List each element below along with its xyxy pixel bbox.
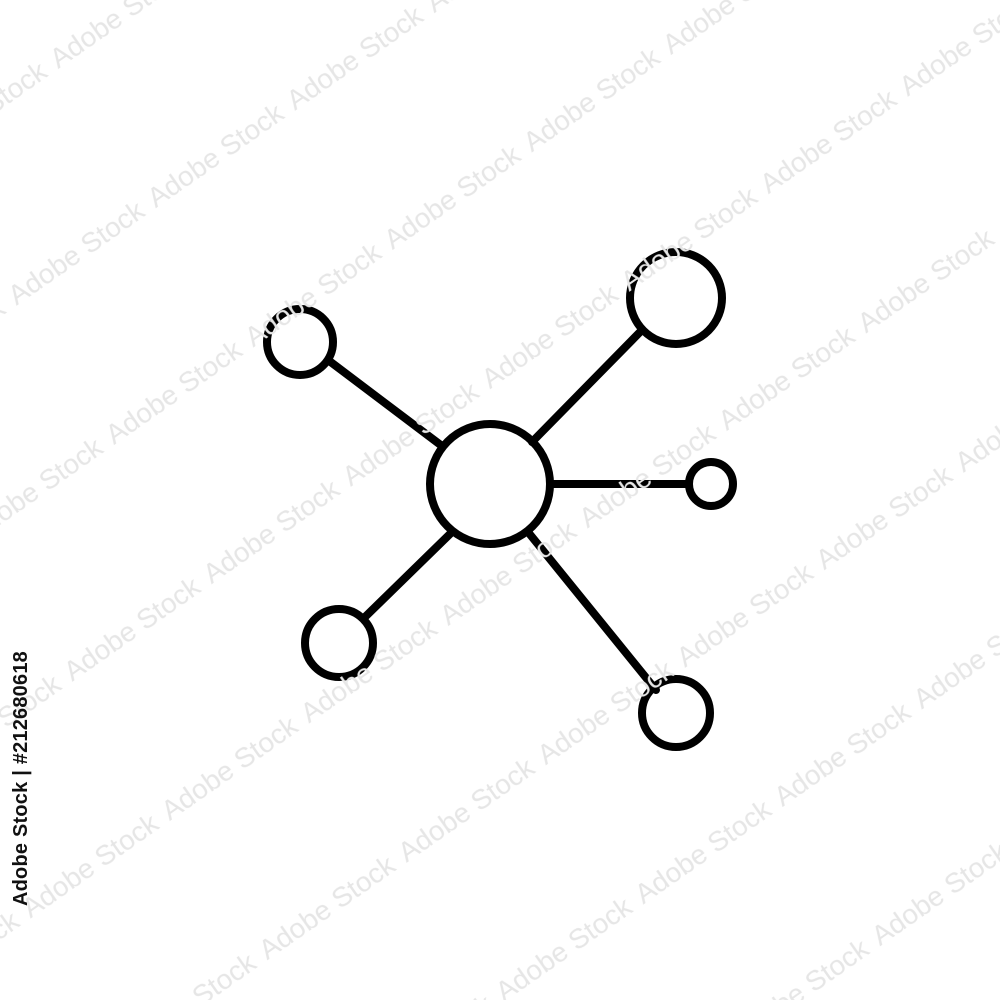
node-lower-right xyxy=(638,675,714,751)
node-upper-left xyxy=(263,305,337,379)
connector-upper-right xyxy=(528,326,646,446)
connector-upper-left xyxy=(324,356,446,450)
connector-lower-right xyxy=(524,528,660,694)
stock-id-label: Adobe Stock | #212680618 xyxy=(10,651,32,906)
connector-lower-left xyxy=(361,528,456,621)
node-lower-left xyxy=(301,605,377,681)
center-node xyxy=(426,420,554,548)
node-right xyxy=(685,458,737,510)
node-upper-right xyxy=(626,248,726,348)
